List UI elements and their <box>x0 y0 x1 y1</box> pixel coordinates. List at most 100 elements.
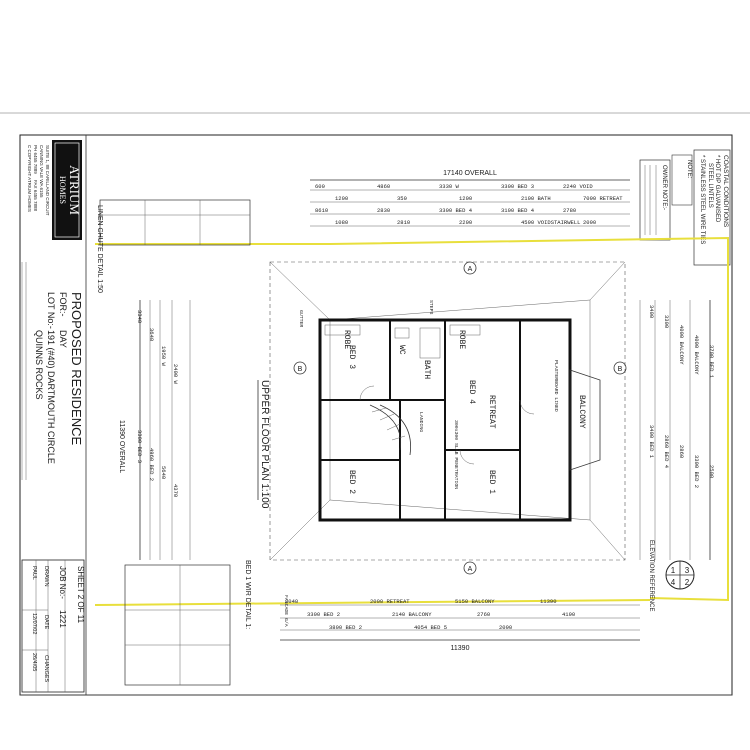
door-swing <box>359 385 375 401</box>
stair-curve <box>369 404 402 451</box>
dimension-label: 4190 <box>562 611 575 618</box>
dimension-label: 2860 BED 4 <box>663 435 670 469</box>
dimension-label: 3640 <box>148 328 155 341</box>
dimension-label: 4370 <box>172 484 179 497</box>
note-title: NOTE: <box>686 160 692 179</box>
dimension-label: 3300 <box>663 315 670 328</box>
right-dim-labels: 3400 3300 4000 BALCONY 4000 BALCONY 3700 BED… <box>648 305 715 488</box>
stair-tread <box>371 407 387 413</box>
drawn-by: PAUL <box>31 566 37 580</box>
changes-label: CHANGES <box>43 655 49 683</box>
dimension-label: 350 <box>397 195 407 202</box>
robe <box>324 324 361 336</box>
elevation-num: 1 <box>671 566 676 575</box>
dimension-label: 3300 BED 2 <box>307 611 340 618</box>
job-value: 1221 <box>58 610 67 628</box>
project-title: PROPOSED RESIDENCE <box>69 292 84 445</box>
dimension-label: 2040 <box>285 598 298 605</box>
address-line1: SUITE 1, 88 CARILLAND CIRCUIT <box>45 145 50 216</box>
top-dimensions: 17140 OVERALL 60012008610108048603502830… <box>310 170 630 227</box>
dimension-label: 2090 <box>583 219 596 226</box>
plan-note: LANDING <box>418 412 424 432</box>
dimension-label: 2810 <box>397 219 410 226</box>
dimension-label: 3400 <box>648 305 655 318</box>
elevation-num: 2 <box>685 578 690 587</box>
coastal-line3: * STAINLESS STEEL WIRE TIES <box>699 155 705 244</box>
dimension-label: 2240 VOID <box>563 183 593 190</box>
client-name: DAY <box>58 330 68 348</box>
dimension-label: 3700 BED 1 <box>708 345 715 379</box>
ridge-line <box>329 299 591 321</box>
right-dimensions: 3400 3300 4000 BALCONY 4000 BALCONY 3700 BED… <box>639 300 715 560</box>
section-marker-label: A <box>468 266 473 273</box>
dimension-label: 1950 W <box>160 346 167 367</box>
hip-line <box>269 261 331 561</box>
stair-curve <box>379 404 412 456</box>
dimension-label: 3400 BED 1 <box>648 425 655 459</box>
wc-fixture <box>394 327 410 339</box>
drawn-label: DRAWN <box>43 566 49 587</box>
plan-note: FASCADE G/A <box>283 595 289 627</box>
overall-top: 17140 OVERALL <box>443 170 497 177</box>
dimension-label: 600 <box>315 183 325 190</box>
dimension-label: 2500 <box>708 465 715 478</box>
dimension-label: 4000 BALCONY <box>678 325 685 365</box>
balcony-bay <box>569 369 601 471</box>
elevation-reference: 3 1 2 4 ELEVATION REFERENCE <box>648 540 695 611</box>
dimension-label: 4960 BED 2 <box>148 448 155 481</box>
suburb: QUINNS ROCKS <box>34 330 44 400</box>
overall-left: 11390 OVERALL <box>118 420 125 473</box>
dimension-label: 2000 RETREAT <box>370 598 410 605</box>
dimension-label: 3330 W <box>439 183 460 190</box>
dimension-label: 2760 <box>477 611 490 618</box>
dimension-label: 2100 BATH <box>521 195 551 202</box>
lot-label: LOT No:- <box>46 292 56 329</box>
dimension-label: 4860 <box>377 183 390 190</box>
wir-detail: BED 1 WIR DETAIL 1: <box>124 560 251 686</box>
note-box <box>671 154 693 206</box>
hip-line <box>589 261 626 561</box>
bath-fixture <box>419 327 441 359</box>
dimension-label: 2400 W <box>172 364 179 385</box>
brand-logo-frame <box>54 142 80 238</box>
title-block: ATRIUM HOMES SUITE 1, 88 CARILLAND CIRCU… <box>21 135 87 695</box>
dimension-label: 3300 BED 4 <box>439 207 473 214</box>
room-label: BED 3 <box>347 345 356 369</box>
plan-note: PLASTERBOARD LINED <box>553 360 559 412</box>
elevation-ref-label: ELEVATION REFERENCE <box>648 540 654 611</box>
section-marker-label: A <box>468 566 473 573</box>
date-value: 12/07/02 <box>31 613 37 634</box>
dimension-label: 4000 BALCONY <box>693 335 700 375</box>
dimension-label: 3340 <box>136 310 143 323</box>
ridge-line <box>329 499 591 521</box>
plan-title: UPPER FLOOR PLAN 1:100 <box>259 380 270 509</box>
section-marker-b <box>293 361 307 375</box>
dimension-label: 2780 <box>563 207 576 214</box>
boundary-highlight <box>95 236 729 602</box>
room-label: ROBE <box>457 330 466 349</box>
roof-outline <box>269 261 626 561</box>
notes-area: OWNER NOTE:- NOTE: COASTAL CONDITIONS * … <box>639 149 731 266</box>
phone-text: PH 6455 7889 <box>33 145 38 174</box>
dimension-label: 3300 BED 2 <box>693 455 700 488</box>
sheet-info-box <box>21 559 85 693</box>
plan-note: GUTTER <box>298 310 304 327</box>
boundary-highlight-bottom <box>94 599 651 606</box>
dimension-label: 2830 <box>377 207 390 214</box>
dimension-label: 5150 BALCONY <box>455 598 495 605</box>
dimension-label: 4054 BED 5 <box>414 624 447 631</box>
dimension-label: 2860 <box>678 445 685 458</box>
brand-logo-box <box>52 140 82 240</box>
section-marker-a <box>463 561 477 575</box>
fax-text: FAX 6455 7888 <box>33 180 38 212</box>
coastal-title: COASTAL CONDITIONS <box>722 155 729 228</box>
dimension-label: 4590 VOIDSTAIRWELL <box>521 219 580 226</box>
